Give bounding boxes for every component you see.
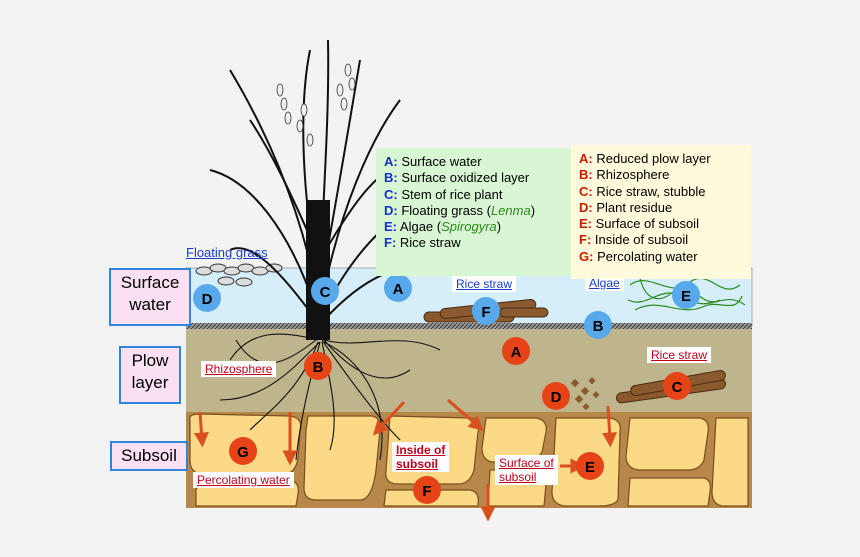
marker-blue-d: D <box>193 284 221 312</box>
marker-blue-e: E <box>672 281 700 309</box>
floating-grass <box>195 263 283 287</box>
svg-text:B: B <box>313 359 324 376</box>
legend-red-item-a: A: Reduced plow layer <box>579 151 743 167</box>
legend-blue-text-d: Floating grass ( <box>401 202 491 218</box>
percolation-arrows <box>193 398 618 522</box>
tag-rice-straw-plow: Rice straw <box>647 347 712 363</box>
legend-red-text-e: Surface of subsoil <box>595 216 699 232</box>
label-surface-water-line2: water <box>129 295 171 314</box>
label-surface-water: Surface water <box>109 268 191 326</box>
legend-blue-item-e: E: Algae (Spirogyra) <box>384 219 571 235</box>
legend-blue-text-a: Surface water <box>401 154 482 169</box>
legend-red-key-a: A: <box>579 151 593 166</box>
svg-text:A: A <box>511 344 522 361</box>
legend-blue-item-b: B: Surface oxidized layer <box>384 170 571 186</box>
svg-text:F: F <box>481 304 490 321</box>
legend-blue-key-f: F: <box>384 235 397 251</box>
legend-blue-text-b: Surface oxidized layer <box>401 170 530 186</box>
legend-blue-after-e: ) <box>496 219 502 235</box>
label-plow-layer-line2: layer <box>131 373 169 392</box>
legend-red-key-f: F: <box>579 232 592 248</box>
legend-red-key-c: C: <box>579 183 593 199</box>
legend-blue-text-c: Stem of rice plant <box>401 186 503 202</box>
legend-blue: A: Surface water B: Surface oxidized lay… <box>376 148 579 276</box>
legend-blue-text-f: Rice straw <box>399 235 461 251</box>
legend-blue-italic-d: Lenma <box>490 202 531 218</box>
label-subsoil: Subsoil <box>110 441 188 471</box>
legend-red-item-d: D: Plant residue <box>579 200 743 216</box>
legend-blue-item-a: A: Surface water <box>384 154 571 170</box>
marker-red-b: B <box>304 352 332 380</box>
svg-text:C: C <box>320 284 331 301</box>
legend-red-text-d: Plant residue <box>596 199 673 215</box>
tag-floating-grass: Floating grass <box>186 245 268 260</box>
legend-blue-item-d: D: Floating grass (Lenma) <box>384 203 571 219</box>
marker-blue-a: A <box>384 274 412 302</box>
marker-blue-f: F <box>472 297 500 325</box>
svg-text:A: A <box>393 281 404 298</box>
legend-red-text-b: Rhizosphere <box>596 167 670 183</box>
legend-blue-after-d: ) <box>530 202 536 218</box>
tag-surface-subsoil-line2: subsoil <box>499 470 537 484</box>
legend-blue-item-c: C: Stem of rice plant <box>384 187 571 203</box>
legend-red: A: Reduced plow layer B: Rhizosphere C: … <box>571 145 751 279</box>
legend-red-item-b: B: Rhizosphere <box>579 167 743 183</box>
marker-red-d: D <box>542 382 570 410</box>
marker-red-e: E <box>576 452 604 480</box>
label-surface-water-line1: Surface <box>120 273 180 292</box>
svg-text:C: C <box>672 379 683 396</box>
tag-inside-subsoil-line1: Inside of <box>396 443 446 457</box>
label-subsoil-text: Subsoil <box>121 446 177 465</box>
legend-red-key-g: G: <box>579 248 594 264</box>
marker-red-c: C <box>663 372 691 400</box>
legend-red-text-g: Percolating water <box>597 248 698 264</box>
tag-rhizosphere: Rhizosphere <box>201 361 277 377</box>
tag-surface-subsoil-line1: Surface of <box>499 456 554 470</box>
svg-text:B: B <box>593 318 604 335</box>
legend-red-key-e: E: <box>579 216 592 232</box>
legend-red-key-d: D: <box>579 199 593 215</box>
legend-blue-italic-e: Spirogyra <box>441 219 497 235</box>
legend-blue-key-c: C: <box>384 186 398 202</box>
tag-percolating-water: Percolating water <box>193 472 294 488</box>
legend-red-item-g: G: Percolating water <box>579 249 743 265</box>
marker-red-g: G <box>229 437 257 465</box>
svg-text:F: F <box>422 483 431 500</box>
legend-blue-key-a: A: <box>384 154 398 169</box>
oxidized-layer <box>186 323 752 329</box>
svg-text:E: E <box>681 288 691 305</box>
legend-red-text-a: Reduced plow layer <box>596 151 711 166</box>
svg-text:D: D <box>551 389 562 406</box>
tag-inside-subsoil: Inside of subsoil <box>392 442 450 472</box>
legend-blue-key-b: B: <box>384 170 398 186</box>
svg-text:D: D <box>202 291 213 308</box>
tag-algae: Algae <box>585 275 624 291</box>
legend-red-item-e: E: Surface of subsoil <box>579 216 743 232</box>
legend-red-item-c: C: Rice straw, stubble <box>579 184 743 200</box>
legend-red-text-c: Rice straw, stubble <box>596 183 706 199</box>
rice-grains <box>276 63 356 147</box>
tag-rice-straw-water: Rice straw <box>452 276 517 292</box>
label-plow-layer: Plow layer <box>119 346 181 404</box>
subsoil-aggregates <box>189 413 749 507</box>
legend-blue-key-d: D: <box>384 202 398 218</box>
marker-red-f: F <box>413 476 441 504</box>
marker-red-a: A <box>502 337 530 365</box>
tag-surface-subsoil: Surface of subsoil <box>495 455 558 485</box>
legend-red-key-b: B: <box>579 167 593 183</box>
tag-inside-subsoil-line2: subsoil <box>396 457 439 471</box>
rice-stem <box>306 200 330 340</box>
legend-blue-text-e: Algae ( <box>399 219 442 235</box>
svg-text:G: G <box>237 444 249 461</box>
svg-text:E: E <box>585 459 595 476</box>
legend-red-text-f: Inside of subsoil <box>594 232 689 248</box>
marker-blue-b: B <box>584 311 612 339</box>
label-plow-layer-line1: Plow <box>131 351 169 370</box>
legend-red-item-f: F: Inside of subsoil <box>579 232 743 248</box>
plant-residue <box>570 377 600 411</box>
legend-blue-key-e: E: <box>384 219 397 235</box>
legend-blue-item-f: F: Rice straw <box>384 235 571 251</box>
marker-blue-c: C <box>311 277 339 305</box>
